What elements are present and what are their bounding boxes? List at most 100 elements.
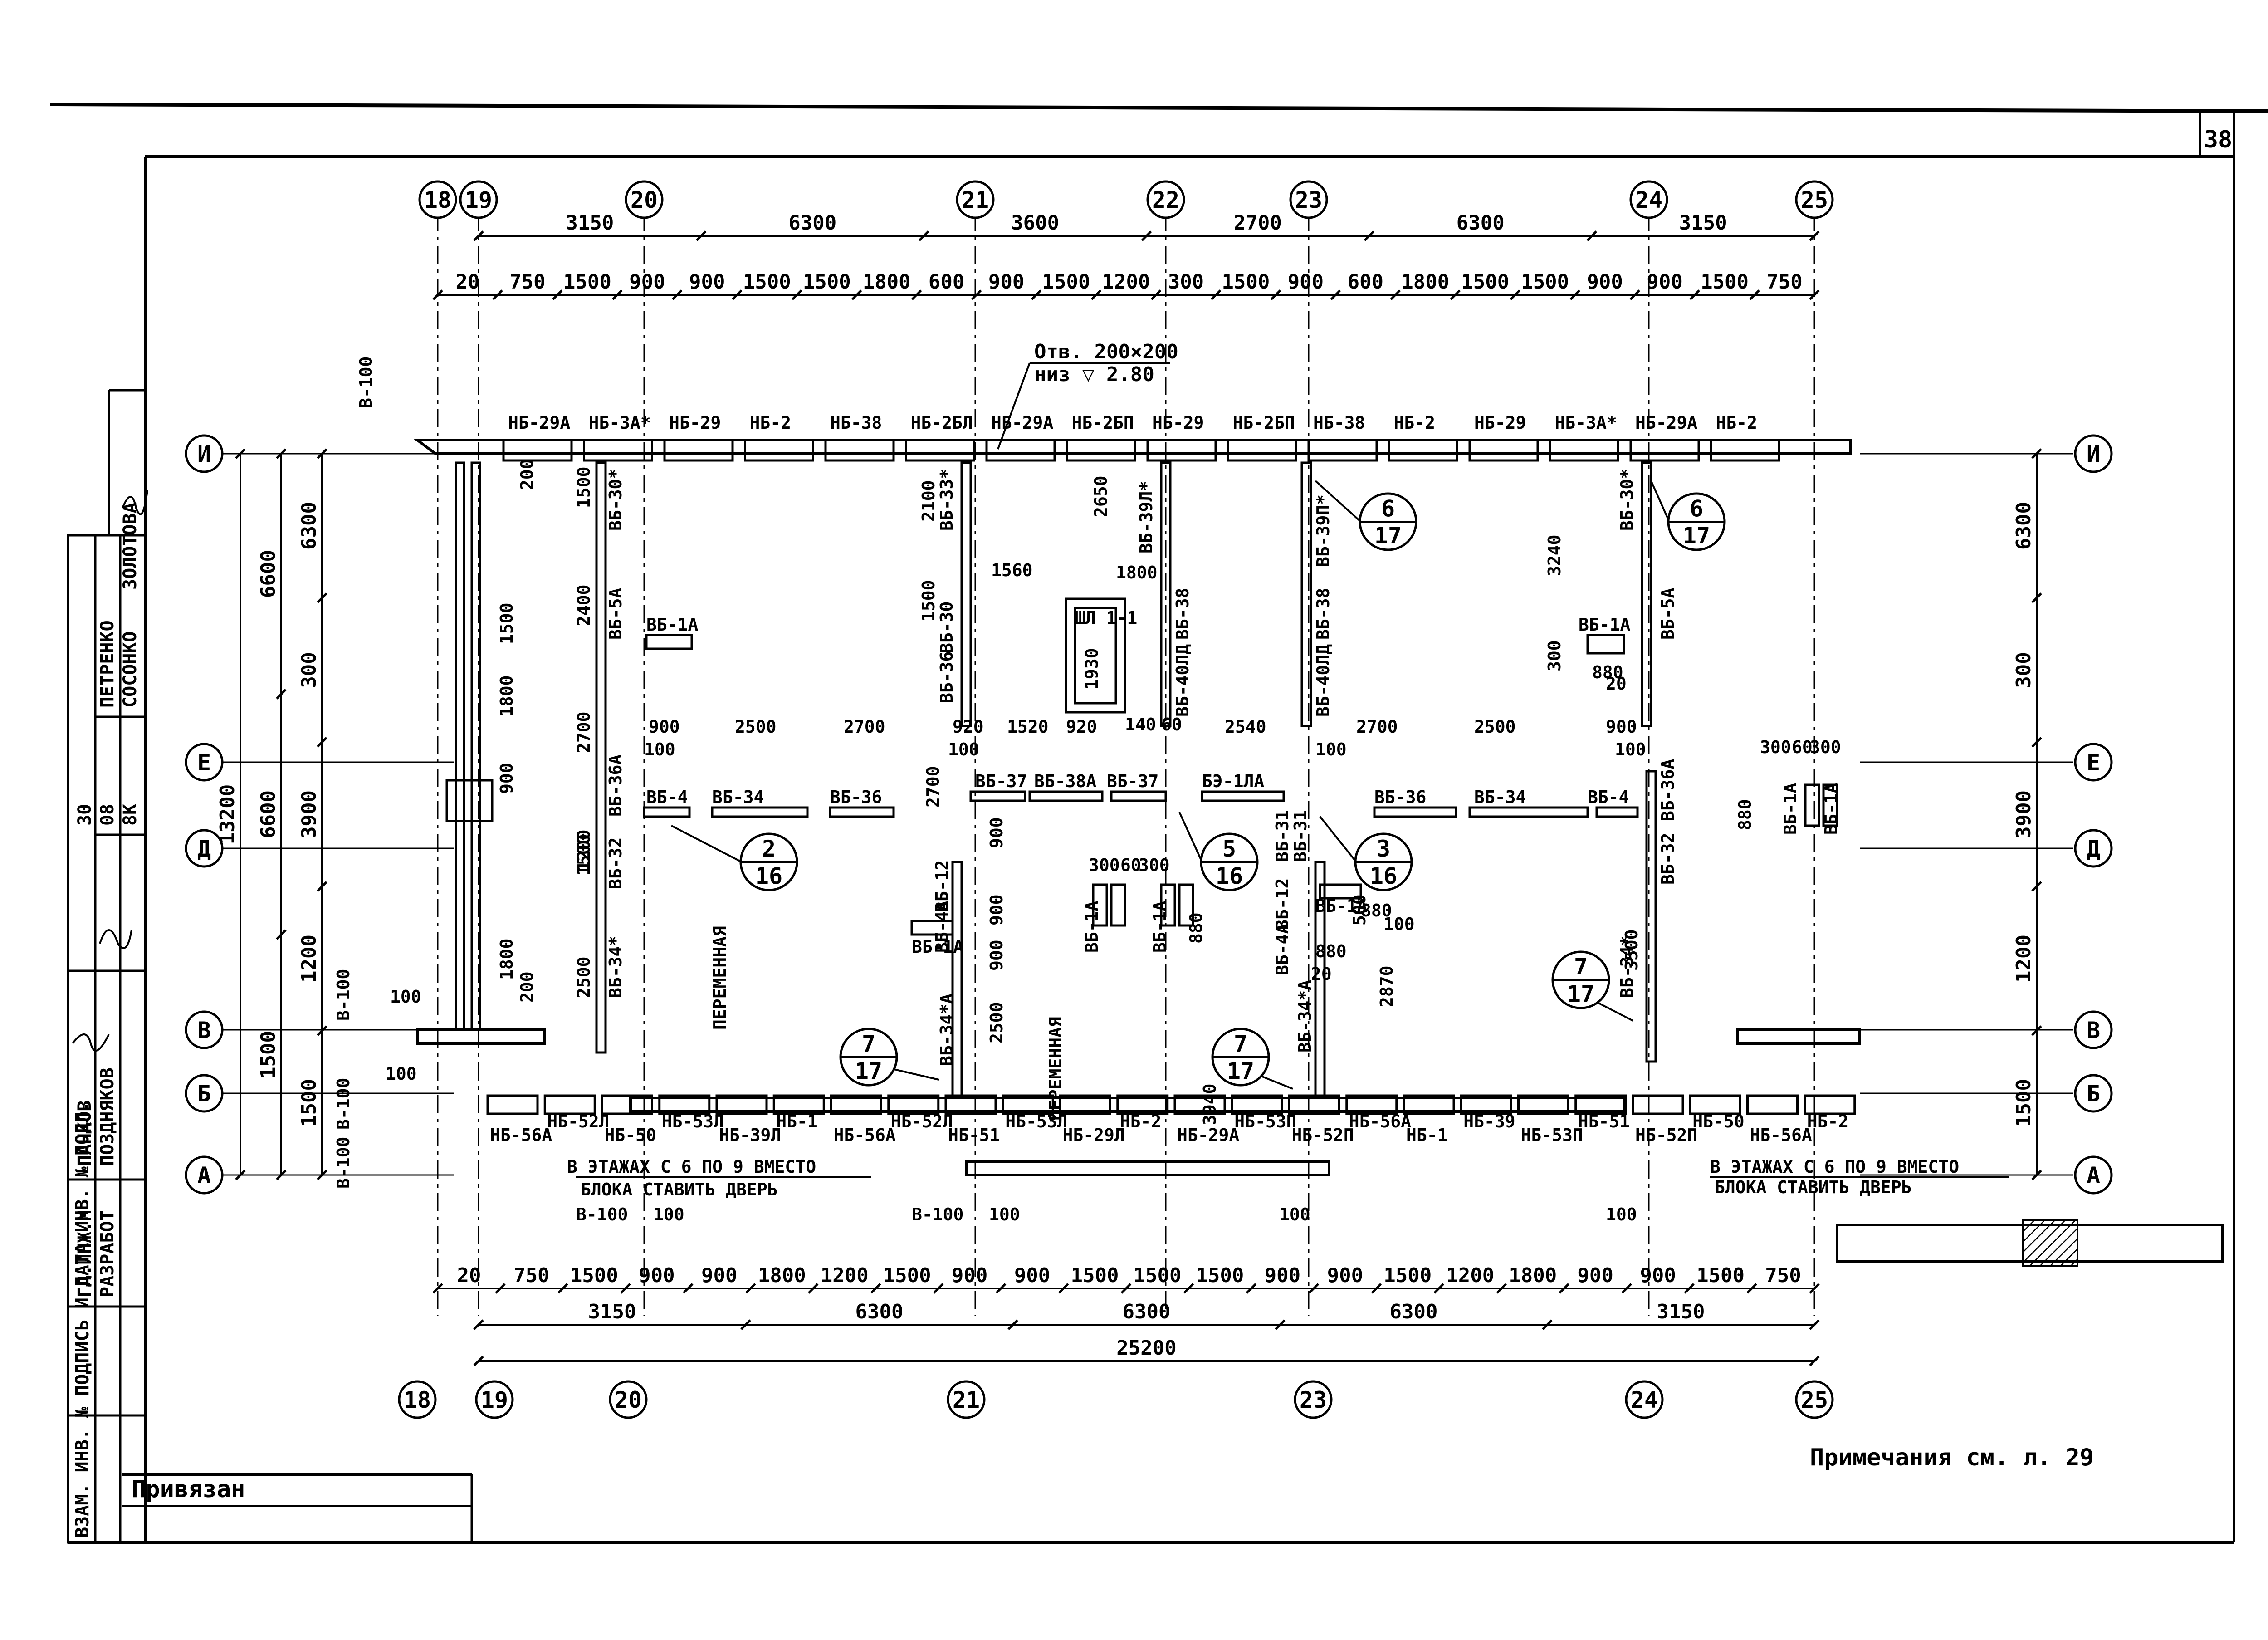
top-panel-label-5: НБ-2БЛ — [911, 413, 973, 433]
inner-dim-0: 1500 — [574, 466, 594, 508]
inner-panel-label-26: ВБ-36 — [1374, 787, 1426, 807]
top-panel-10 — [1307, 439, 1378, 462]
axis-label-top-21: 21 — [962, 187, 989, 213]
inner-dim-36: 100 — [1315, 739, 1347, 759]
inner-panel-label-37: ВБ-1А — [646, 615, 699, 635]
stamp-name-5: ЗОЛОТОВА — [120, 502, 141, 590]
right-dims-tick-0 — [2031, 448, 2042, 459]
top-piece-value-17: 1500 — [1461, 270, 1509, 294]
inner-panel-label-5: ВБ-33* — [937, 469, 957, 531]
inner-panel-label-44: ВБ-1А — [1315, 896, 1368, 916]
top-panel-14 — [1629, 439, 1700, 462]
inner-panel-label-25: БЭ-1ЛА — [1202, 771, 1264, 791]
total-value-0: 25200 — [1116, 1336, 1176, 1360]
top-piece-tick-3 — [612, 289, 623, 300]
bottom-piece-value-10: 1500 — [1071, 1264, 1119, 1287]
top-piece-tick-6 — [791, 289, 802, 300]
inner-dim-52: 2870 — [1377, 965, 1397, 1007]
bottom-panel-18 — [1517, 1094, 1569, 1115]
left-inner-tick-2 — [317, 737, 327, 748]
bottom-panel-label-2: НБ-50 — [605, 1125, 656, 1145]
b100-marker-0: В-100 — [356, 357, 376, 408]
bottom-span-value-2: 6300 — [1123, 1300, 1171, 1323]
bottom-piece-tick-15 — [1371, 1283, 1382, 1294]
top-panel-label-7: НБ-2БП — [1072, 413, 1134, 433]
bottom-piece-tick-8 — [933, 1283, 944, 1294]
bottom-panel-22 — [1746, 1094, 1799, 1115]
inner-panel-label-14: ВБ-30* — [1617, 469, 1637, 531]
b100-marker-5: В-100 — [912, 1204, 963, 1224]
top-piece-value-21: 1500 — [1701, 270, 1749, 294]
door-note-right-1: В ЭТАЖАХ С 6 ПО 9 ВМЕСТО — [1710, 1157, 1959, 1177]
inner-dim-41: 900 — [987, 940, 1007, 971]
row-label-right-1: Е — [2087, 749, 2100, 776]
top-piece-value-14: 900 — [1288, 270, 1324, 294]
axis-bubble-top-19 — [459, 180, 498, 219]
bottom-piece-tick-19 — [1621, 1283, 1632, 1294]
top-panel-2 — [663, 439, 734, 462]
inner-panel-label-18: ВБ-34* — [1617, 936, 1637, 998]
top-panel-label-11: НБ-2 — [1394, 413, 1436, 433]
callout-bottom-1: 16 — [1216, 863, 1243, 889]
inner-panel-label-20: ВБ-34 — [712, 787, 764, 807]
row-bubble-right-0 — [2074, 434, 2113, 473]
left-inner-value-2: 3900 — [298, 790, 321, 838]
top-piece-tick-18 — [1510, 289, 1520, 300]
bottom-piece-value-2: 1500 — [570, 1264, 618, 1287]
inner-dim-11: 2500 — [574, 956, 594, 998]
right-dims-value-1: 300 — [2012, 652, 2035, 688]
bottom-piece-value-14: 900 — [1327, 1264, 1363, 1287]
stamp-role-4: 08 — [97, 804, 118, 826]
top-piece-value-20: 900 — [1647, 270, 1682, 294]
inner-dim-44: 300 — [1089, 855, 1120, 875]
row-label-right-2: Д — [2087, 836, 2100, 862]
inner-panel-label-22: ВБ-37 — [975, 771, 1027, 791]
axis-label-bottom-18: 18 — [404, 1387, 431, 1413]
bottom-piece-value-1: 750 — [513, 1264, 549, 1287]
right-dims-tick-4 — [2031, 1025, 2042, 1036]
inner-dim-16: 1800 — [1116, 563, 1158, 583]
left-inner-value-0: 6300 — [298, 502, 321, 550]
left-mid-tick-1 — [276, 689, 287, 700]
misc-dim-3: 100 — [1606, 1204, 1637, 1224]
top-piece-value-16: 1800 — [1401, 270, 1449, 294]
row-bubble-left-5 — [185, 1155, 224, 1195]
callout-top-3: 6 — [1381, 495, 1395, 522]
bottom-piece-value-16: 1200 — [1446, 1264, 1494, 1287]
top-span-tick-3 — [1141, 230, 1152, 241]
right-dims-value-0: 6300 — [2012, 502, 2035, 550]
bottom-piece-value-19: 900 — [1640, 1264, 1676, 1287]
top-piece-value-12: 300 — [1168, 270, 1204, 294]
inner-dim-29: 920 — [1066, 717, 1097, 737]
top-piece-value-5: 1500 — [743, 270, 791, 294]
left-inner-tick-0 — [317, 448, 327, 459]
bottom-piece-value-20: 1500 — [1696, 1264, 1745, 1287]
inner-panel-label-23: ВБ-38А — [1034, 771, 1096, 791]
variable-label-1: ПЕРЕМЕННАЯ — [1046, 1017, 1066, 1121]
left-mid-value-2: 1500 — [257, 1031, 280, 1079]
inner-dim-27: 920 — [953, 717, 984, 737]
row-label-left-0: И — [197, 441, 211, 467]
top-piece-tick-17 — [1450, 289, 1461, 300]
row-label-right-0: И — [2087, 441, 2100, 467]
inner-panel-label-13: ВБ-40ЛД — [1313, 644, 1333, 717]
stamp-vertical-caption: ВЗАМ. ИНВ. № ПОДПИСЬ И ДАТА ИНВ. № ПОДЛ. — [72, 1101, 93, 1538]
top-piece-tick-1 — [492, 289, 503, 300]
inner-panel-label-43: ВБ-1А — [912, 937, 964, 957]
inner-dim-38: 2700 — [923, 766, 943, 808]
top-span-tick-1 — [696, 230, 707, 241]
inner-panel-label-6: ВБ-30 — [937, 602, 957, 653]
inner-panel-label-16: ВБ-36А — [1658, 759, 1678, 821]
top-panel-6 — [985, 439, 1056, 462]
bottom-panel-label-22: НБ-56А — [1750, 1125, 1812, 1145]
inner-dim-55: 3500 — [1622, 929, 1642, 971]
row-label-right-3: В — [2087, 1017, 2100, 1043]
bottom-panel-0 — [486, 1094, 539, 1115]
callout-bottom-3: 17 — [1374, 523, 1402, 549]
inner-panel-label-11: ВБ-39П* — [1313, 494, 1333, 567]
remark-note: Примечания см. л. 29 — [1810, 1444, 2094, 1471]
axis-label-bottom-23: 23 — [1300, 1387, 1327, 1413]
top-span-value-1: 6300 — [788, 211, 836, 235]
callout-top-2: 3 — [1377, 836, 1390, 862]
